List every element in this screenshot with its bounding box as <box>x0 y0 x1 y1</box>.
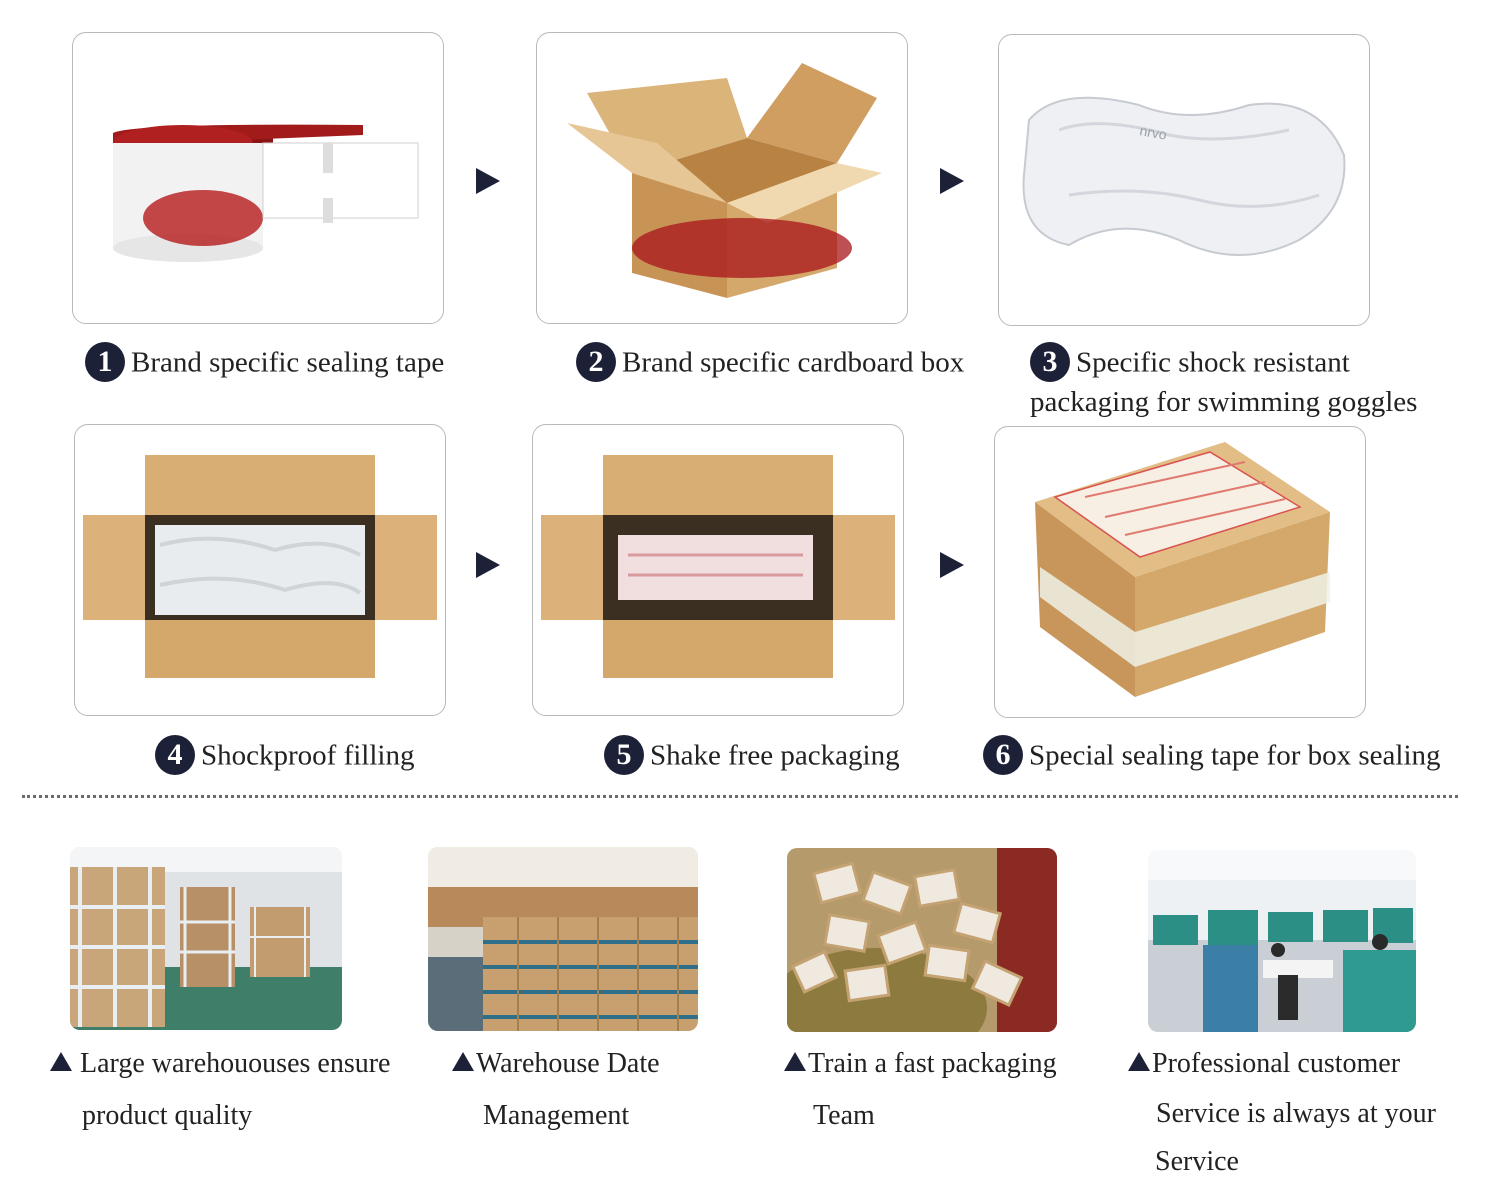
step-number-badge: 4 <box>155 735 195 775</box>
warehouse-photo <box>70 847 342 1030</box>
step-5-image <box>532 424 904 716</box>
step-6-image <box>994 426 1366 718</box>
bullet-triangle-icon <box>50 1052 72 1071</box>
customer-service-office-photo <box>1148 850 1416 1032</box>
bullet-triangle-icon <box>1128 1052 1150 1071</box>
step-1-image <box>72 32 444 324</box>
feature-4-caption: Professional customer Service is always … <box>1128 1038 1488 1186</box>
step-arrow-icon <box>476 552 500 578</box>
step-number-badge: 1 <box>85 342 125 382</box>
warehouse-boxes-photo <box>428 847 698 1031</box>
step-number-badge: 6 <box>983 735 1023 775</box>
step-3-image: nrvo <box>998 34 1370 326</box>
feature-2-caption: Warehouse Date Management <box>452 1038 752 1142</box>
bullet-triangle-icon <box>784 1052 806 1071</box>
feature-3-caption: Train a fast packaging Team <box>784 1038 1104 1142</box>
svg-text:nrvo: nrvo <box>1138 122 1168 143</box>
step-arrow-icon <box>476 168 500 194</box>
feature-1-caption: Large warehououses ensure product qualit… <box>50 1038 420 1142</box>
step-arrow-icon <box>940 168 964 194</box>
step-number-badge: 2 <box>576 342 616 382</box>
step-number-badge: 3 <box>1030 342 1070 382</box>
step-number-badge: 5 <box>604 735 644 775</box>
bullet-triangle-icon <box>452 1052 474 1071</box>
dotted-divider <box>22 795 1458 798</box>
step-2-image <box>536 32 908 324</box>
step-4-image <box>74 424 446 716</box>
step-arrow-icon <box>940 552 964 578</box>
packaging-team-photo <box>787 848 1057 1032</box>
